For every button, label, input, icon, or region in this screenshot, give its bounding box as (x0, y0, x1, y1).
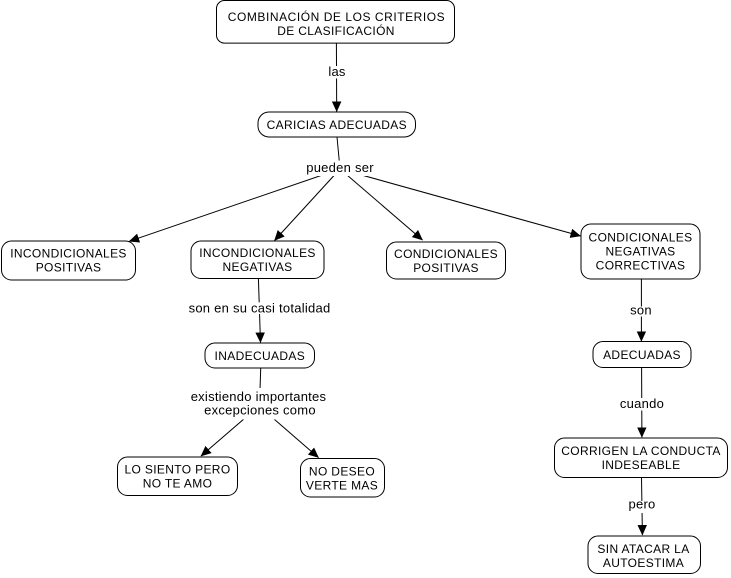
svg-text:NEGATIVAS: NEGATIVAS (605, 245, 675, 259)
svg-text:excepciones como: excepciones como (204, 403, 316, 418)
svg-text:CARICIAS ADECUADAS: CARICIAS ADECUADAS (267, 118, 407, 132)
svg-text:existiendo importantes: existiendo importantes (191, 389, 327, 404)
svg-text:INCONDICIONALES: INCONDICIONALES (199, 246, 316, 260)
svg-text:las: las (328, 64, 346, 79)
svg-text:son en su casi totalidad: son en su casi totalidad (189, 301, 331, 316)
svg-text:cuando: cuando (620, 396, 664, 411)
svg-text:INADECUADAS: INADECUADAS (215, 349, 306, 363)
svg-text:AUTOESTIMA: AUTOESTIMA (603, 556, 684, 570)
svg-text:son: son (630, 303, 652, 318)
svg-text:NO DESEO: NO DESEO (309, 464, 375, 478)
svg-text:INDESEABLE: INDESEABLE (602, 458, 681, 472)
svg-text:DE CLASIFICACIÓN: DE CLASIFICACIÓN (277, 23, 395, 38)
svg-text:CONDICIONALES: CONDICIONALES (589, 231, 693, 245)
svg-text:LO SIENTO PERO: LO SIENTO PERO (124, 463, 230, 477)
svg-text:NO TE AMO: NO TE AMO (143, 477, 213, 491)
svg-text:pueden ser: pueden ser (306, 160, 374, 175)
svg-text:NEGATIVAS: NEGATIVAS (222, 260, 292, 274)
svg-text:COMBINACIÓN DE LOS CRITERIOS: COMBINACIÓN DE LOS CRITERIOS (228, 9, 445, 24)
svg-text:VERTE MAS: VERTE MAS (306, 478, 378, 492)
svg-text:SIN ATACAR LA: SIN ATACAR LA (597, 542, 689, 556)
svg-text:INCONDICIONALES: INCONDICIONALES (10, 247, 127, 261)
svg-text:CORRIGEN LA CONDUCTA: CORRIGEN LA CONDUCTA (561, 444, 720, 458)
svg-text:POSITIVAS: POSITIVAS (36, 261, 102, 275)
svg-text:ADECUADAS: ADECUADAS (603, 348, 681, 362)
svg-text:CORRECTIVAS: CORRECTIVAS (596, 259, 686, 273)
svg-text:pero: pero (628, 497, 655, 512)
svg-text:POSITIVAS: POSITIVAS (413, 261, 479, 275)
svg-text:CONDICIONALES: CONDICIONALES (394, 247, 498, 261)
